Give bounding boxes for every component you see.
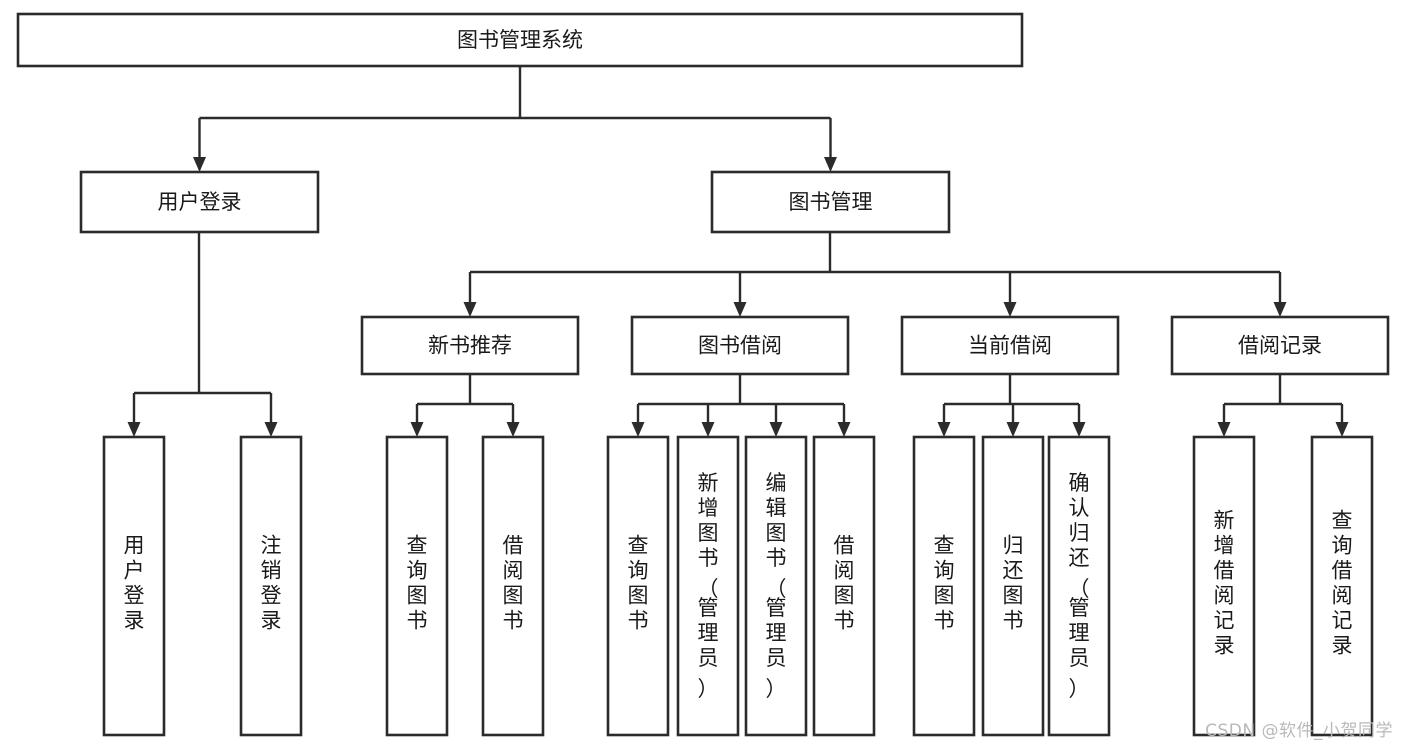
node-user-login-rect: [79, 170, 320, 234]
node-leaf-user-login[interactable]: 用户登录: [102, 435, 166, 737]
node-leaf-confirm-return[interactable]: 确认归还（管理员）: [1047, 435, 1111, 737]
node-book-borrow-label: 图书借阅: [698, 334, 782, 358]
node-leaf-add-book[interactable]: 新增图书（管理员）: [676, 435, 740, 737]
node-leaf-edit-book-rect: [744, 435, 808, 737]
node-leaf-query-record-label: 查询借阅记录: [1332, 509, 1353, 658]
node-leaf-query-book-1-rect: [385, 435, 449, 737]
node-leaf-edit-book[interactable]: 编辑图书（管理员）: [744, 435, 808, 737]
node-borrow-record-label: 借阅记录: [1238, 334, 1322, 358]
node-leaf-borrow-book-1-label: 借阅图书: [503, 534, 524, 633]
node-leaf-borrow-book-2-label: 借阅图书: [834, 534, 855, 633]
node-leaf-borrow-book-1[interactable]: 借阅图书: [481, 435, 545, 737]
node-leaf-edit-book-label: 编辑图书（管理员）: [766, 471, 787, 701]
connector-bookmgmt-to-level3: [463, 232, 1287, 317]
node-leaf-user-logout[interactable]: 注销登录: [239, 435, 303, 737]
node-leaf-borrow-book-2[interactable]: 借阅图书: [812, 435, 876, 737]
connector-root-to-level2: [193, 66, 837, 172]
node-leaf-query-book-3-label: 查询图书: [934, 534, 955, 633]
connector-current-to-leaves: [937, 374, 1086, 437]
node-book-management-rect: [710, 170, 951, 234]
node-current-borrow-rect: [900, 315, 1120, 376]
node-leaf-add-record[interactable]: 新增借阅记录: [1192, 435, 1256, 737]
node-current-borrow-label: 当前借阅: [968, 334, 1052, 358]
connector-record-to-leaves: [1217, 374, 1349, 437]
node-leaf-query-book-3-rect: [912, 435, 976, 737]
node-root-system-rect: [16, 12, 1024, 68]
node-leaf-borrow-book-2-rect: [812, 435, 876, 737]
node-book-management[interactable]: 图书管理: [710, 170, 951, 234]
node-leaf-confirm-return-rect: [1047, 435, 1111, 737]
connector-layer: [127, 66, 1349, 437]
node-new-book-recommend-label: 新书推荐: [428, 334, 512, 358]
node-leaf-return-book-label: 归还图书: [1003, 534, 1024, 633]
node-leaf-query-book-1-label: 查询图书: [407, 534, 428, 633]
connector-userlogin-to-leaves: [127, 232, 278, 437]
node-leaf-user-logout-rect: [239, 435, 303, 737]
node-book-borrow-rect: [630, 315, 850, 376]
node-leaf-add-book-rect: [676, 435, 740, 737]
node-leaf-query-record[interactable]: 查询借阅记录: [1310, 435, 1374, 737]
node-leaf-borrow-book-1-rect: [481, 435, 545, 737]
node-user-login[interactable]: 用户登录: [79, 170, 320, 234]
node-leaf-query-record-rect: [1310, 435, 1374, 737]
node-borrow-record[interactable]: 借阅记录: [1170, 315, 1390, 376]
node-leaf-query-book-2-label: 查询图书: [628, 534, 649, 633]
node-leaf-query-book-2-rect: [606, 435, 670, 737]
node-leaf-query-book-2[interactable]: 查询图书: [606, 435, 670, 737]
node-root-system-label: 图书管理系统: [457, 28, 583, 52]
node-leaf-user-login-label: 用户登录: [124, 534, 145, 633]
node-user-login-label: 用户登录: [158, 190, 242, 214]
node-leaf-return-book[interactable]: 归还图书: [981, 435, 1045, 737]
node-root-system[interactable]: 图书管理系统: [16, 12, 1024, 68]
node-book-management-label: 图书管理: [789, 190, 873, 214]
node-leaf-return-book-rect: [981, 435, 1045, 737]
node-leaf-confirm-return-label: 确认归还（管理员）: [1069, 471, 1090, 701]
node-leaf-user-login-rect: [102, 435, 166, 737]
node-leaf-query-book-3[interactable]: 查询图书: [912, 435, 976, 737]
node-new-book-recommend[interactable]: 新书推荐: [360, 315, 580, 376]
node-book-borrow[interactable]: 图书借阅: [630, 315, 850, 376]
node-current-borrow[interactable]: 当前借阅: [900, 315, 1120, 376]
node-new-book-recommend-rect: [360, 315, 580, 376]
node-leaf-add-record-rect: [1192, 435, 1256, 737]
connector-recommend-to-leaves: [410, 374, 520, 437]
node-leaf-user-logout-label: 注销登录: [261, 534, 282, 633]
node-leaf-add-book-label: 新增图书（管理员）: [698, 471, 719, 701]
connector-borrow-to-leaves: [631, 374, 851, 437]
node-leaf-add-record-label: 新增借阅记录: [1214, 509, 1235, 658]
node-leaf-query-book-1[interactable]: 查询图书: [385, 435, 449, 737]
node-borrow-record-rect: [1170, 315, 1390, 376]
